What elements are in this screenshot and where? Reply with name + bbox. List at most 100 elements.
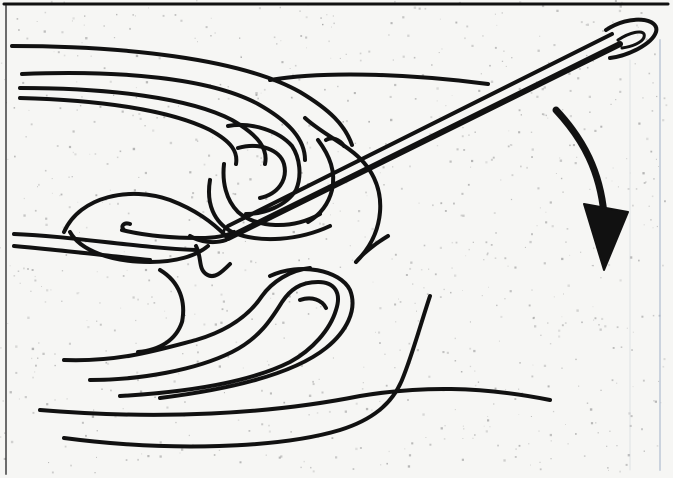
noise-speck <box>45 12 47 14</box>
noise-speck <box>609 431 610 432</box>
noise-speck <box>7 323 8 324</box>
noise-speck <box>14 156 16 158</box>
noise-speck <box>360 447 362 449</box>
noise-speck <box>531 132 532 133</box>
noise-speck <box>261 93 262 94</box>
noise-speck <box>538 431 539 432</box>
noise-speck <box>626 464 628 466</box>
noise-speck <box>497 445 499 447</box>
noise-speck <box>463 428 464 429</box>
noise-speck <box>128 213 130 215</box>
noise-speck <box>398 299 399 300</box>
noise-speck <box>581 322 583 324</box>
noise-speck <box>515 448 517 450</box>
noise-speck <box>202 211 204 213</box>
noise-speck <box>556 173 557 174</box>
noise-speck <box>58 51 60 53</box>
noise-speck <box>291 97 292 98</box>
noise-speck <box>329 411 331 413</box>
noise-speck <box>52 472 54 474</box>
noise-speck <box>649 206 650 207</box>
noise-speck <box>95 153 97 155</box>
noise-speck <box>534 325 536 327</box>
noise-speck <box>414 57 416 59</box>
noise-speck <box>526 167 528 169</box>
noise-speck <box>166 318 167 319</box>
noise-speck <box>447 352 449 354</box>
noise-speck <box>272 293 274 295</box>
noise-speck <box>160 455 162 457</box>
noise-speck <box>136 87 137 88</box>
noise-speck <box>100 106 102 108</box>
noise-speck <box>620 5 622 7</box>
noise-speck <box>545 212 546 213</box>
noise-speck <box>146 81 148 83</box>
noise-speck <box>493 157 495 159</box>
noise-speck <box>107 276 109 278</box>
noise-speck <box>333 23 335 25</box>
noise-speck <box>25 136 27 138</box>
noise-speck <box>666 104 668 106</box>
noise-speck <box>123 275 125 277</box>
noise-speck <box>631 415 633 417</box>
noise-speck <box>435 273 437 275</box>
noise-speck <box>437 145 438 146</box>
noise-speck <box>612 379 614 381</box>
noise-speck <box>309 147 311 149</box>
noise-speck <box>593 248 594 249</box>
noise-speck <box>316 307 317 308</box>
noise-speck <box>80 105 81 106</box>
noise-speck <box>519 109 521 111</box>
noise-speck <box>562 316 563 317</box>
noise-speck <box>123 408 124 409</box>
noise-speck <box>644 451 645 452</box>
noise-speck <box>510 290 512 292</box>
noise-speck <box>521 114 522 115</box>
noise-speck <box>635 63 636 64</box>
noise-speck <box>444 289 445 290</box>
noise-speck <box>37 186 38 187</box>
noise-speck <box>537 225 538 226</box>
noise-speck <box>395 254 397 256</box>
noise-speck <box>78 292 79 293</box>
noise-speck <box>32 348 34 350</box>
noise-speck <box>487 419 489 421</box>
noise-speck <box>600 277 601 278</box>
noise-speck <box>563 294 564 295</box>
noise-speck <box>284 337 285 338</box>
noise-speck <box>261 390 263 392</box>
noise-speck <box>473 350 475 352</box>
noise-speck <box>478 90 480 92</box>
noise-speck <box>240 461 242 463</box>
noise-speck <box>556 10 558 12</box>
noise-speck <box>17 18 19 20</box>
noise-speck <box>558 336 560 338</box>
noise-speck <box>22 82 24 84</box>
noise-speck <box>440 296 442 298</box>
noise-speck <box>215 323 217 325</box>
noise-speck <box>215 33 216 34</box>
noise-speck <box>313 470 315 472</box>
noise-speck <box>511 144 513 146</box>
noise-speck <box>616 383 617 384</box>
noise-speck <box>569 255 570 256</box>
noise-speck <box>417 349 419 351</box>
noise-speck <box>366 408 368 410</box>
noise-speck <box>81 96 83 98</box>
noise-speck <box>441 48 442 49</box>
noise-speck <box>195 38 196 39</box>
noise-speck <box>340 58 341 59</box>
noise-speck <box>638 123 640 125</box>
noise-speck <box>462 215 464 217</box>
noise-speck <box>320 17 322 19</box>
noise-speck <box>533 365 534 366</box>
noise-speck <box>84 25 85 26</box>
noise-speck <box>352 260 353 261</box>
noise-speck <box>346 54 347 55</box>
noise-speck <box>491 81 493 83</box>
noise-speck <box>62 270 63 271</box>
noise-speck <box>35 276 36 277</box>
noise-speck <box>519 88 521 90</box>
noise-speck <box>461 371 463 373</box>
noise-speck <box>575 433 577 435</box>
